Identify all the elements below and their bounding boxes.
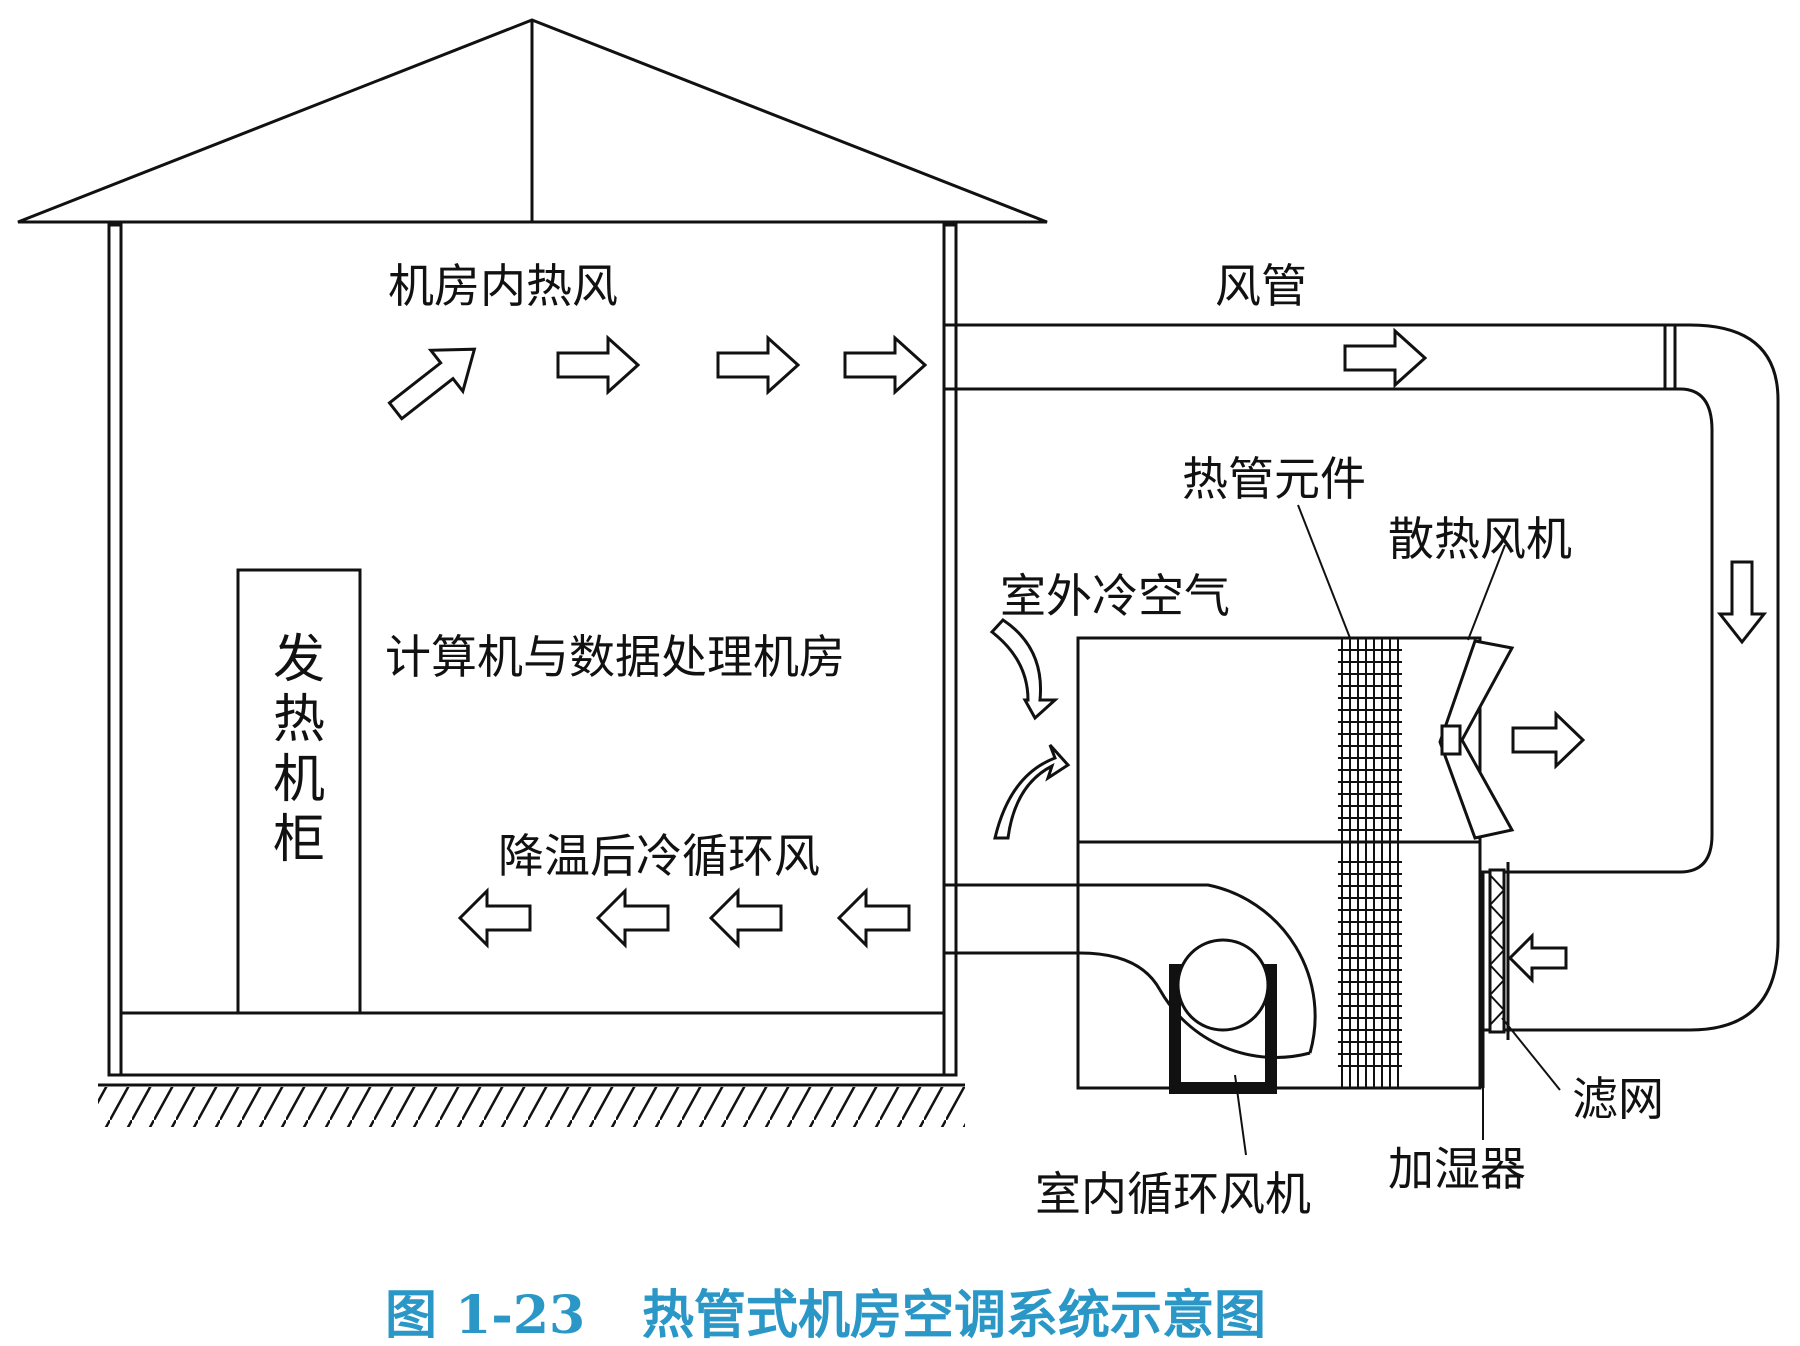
right-wall	[942, 223, 958, 1077]
floor-slab	[119, 1011, 946, 1077]
arrow-icon	[843, 334, 928, 396]
heat-pipe-label: 热管元件	[1182, 452, 1366, 506]
humidifier-label: 加湿器	[1388, 1142, 1526, 1196]
cabinet-label-char: 机	[273, 750, 325, 810]
outdoor-air-arrows	[989, 618, 1071, 840]
indoor-fan	[1169, 938, 1277, 1094]
arrow-icon	[708, 887, 783, 949]
air-duct	[945, 323, 1780, 1032]
cool-air-label: 降温后冷循环风	[498, 829, 820, 883]
hot-air-arrows	[387, 334, 928, 421]
heat-pipe-grid	[1338, 638, 1402, 1088]
ground-hatch	[98, 1087, 965, 1127]
building	[17, 18, 1048, 1127]
leader-lines	[1234, 504, 1561, 1156]
figure-title: 热管式机房空调系统示意图	[642, 1285, 1266, 1346]
ac-unit	[942, 618, 1586, 1094]
heat-cabinet	[236, 568, 362, 1015]
cabinet-label: 发热机柜	[273, 630, 325, 870]
arrow-icon	[1343, 327, 1428, 389]
hot-air-label: 机房内热风	[388, 259, 618, 313]
outdoor-air-label: 室外冷空气	[1000, 569, 1230, 623]
cabinet-label-char: 热	[273, 690, 325, 750]
duct-label: 风管	[1215, 259, 1307, 313]
figure-number: 图 1-23	[385, 1285, 585, 1346]
arrow-icon	[595, 887, 670, 949]
filter	[1488, 862, 1510, 1040]
cool-air-arrows	[457, 887, 911, 949]
arrow-icon	[836, 887, 911, 949]
radiator-fan-label: 散热风机	[1388, 512, 1572, 566]
filter-label: 滤网	[1572, 1072, 1664, 1126]
indoor-fan-label: 室内循环风机	[1035, 1167, 1311, 1221]
left-wall	[107, 223, 123, 1077]
arrow-icon	[1507, 932, 1568, 984]
cabinet-label-char: 柜	[273, 810, 325, 870]
room-label: 计算机与数据处理机房	[385, 630, 845, 684]
arrow-icon	[1716, 560, 1768, 645]
arrow-icon	[387, 347, 477, 421]
arrow-icon	[1511, 710, 1586, 770]
arrow-icon	[716, 334, 801, 396]
cabinet-label-char: 发	[273, 630, 325, 690]
arrow-icon	[457, 887, 532, 949]
radiator-fan	[1438, 639, 1586, 840]
arrow-icon	[556, 334, 641, 396]
